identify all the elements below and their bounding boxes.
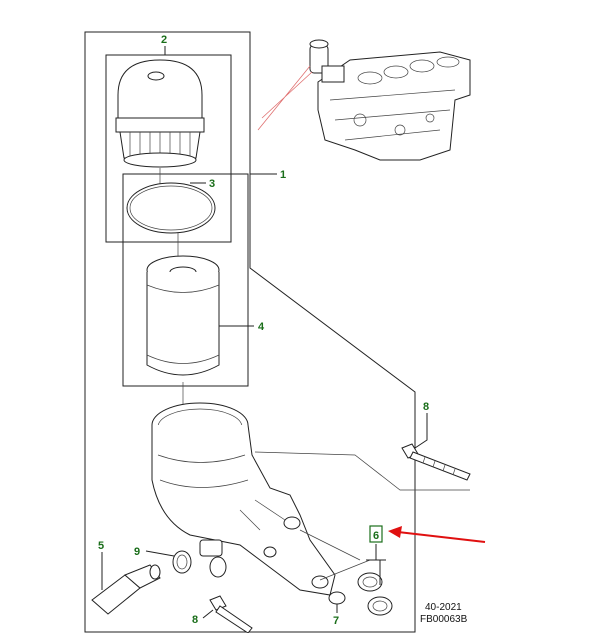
callout-5: 5 [98, 540, 104, 552]
filter-housing [151, 402, 336, 596]
assembly-boundary [84, 31, 416, 633]
filter-element [146, 255, 220, 440]
callout-6: 6 [373, 530, 379, 542]
callout-1: 1 [280, 169, 286, 181]
callout-4: 4 [258, 321, 265, 333]
leader-line-6 [366, 544, 386, 585]
o-ring-seal [126, 182, 216, 262]
guide-lines [254, 451, 470, 581]
mounting-bolt-lower [209, 595, 253, 633]
oil-filter-cap [115, 59, 205, 208]
cap-box [105, 54, 232, 243]
callout-3: 3 [209, 178, 215, 190]
leader-line-9 [145, 550, 175, 557]
callout-8-upper: 8 [423, 401, 429, 413]
element-box [122, 173, 249, 387]
callout-2: 2 [161, 34, 167, 46]
figure-id: FB00063B [420, 614, 468, 625]
leader-line-8b [202, 609, 214, 619]
callout-8-lower: 8 [192, 614, 198, 626]
callout-6-box [369, 525, 383, 543]
sensor-seal [172, 550, 192, 574]
callout-7: 7 [333, 615, 339, 627]
seal-rings [357, 572, 393, 616]
leader-line-8a [414, 413, 428, 449]
date-code: 40-2021 [425, 602, 462, 613]
engine-block-illustration [309, 39, 471, 161]
oil-pressure-sensor [91, 564, 161, 615]
callout-9: 9 [134, 546, 140, 558]
mounting-bolt-upper [401, 443, 471, 481]
highlight-arrow [388, 526, 486, 543]
locator-lines [257, 65, 313, 131]
seal-ring-small [328, 591, 346, 605]
